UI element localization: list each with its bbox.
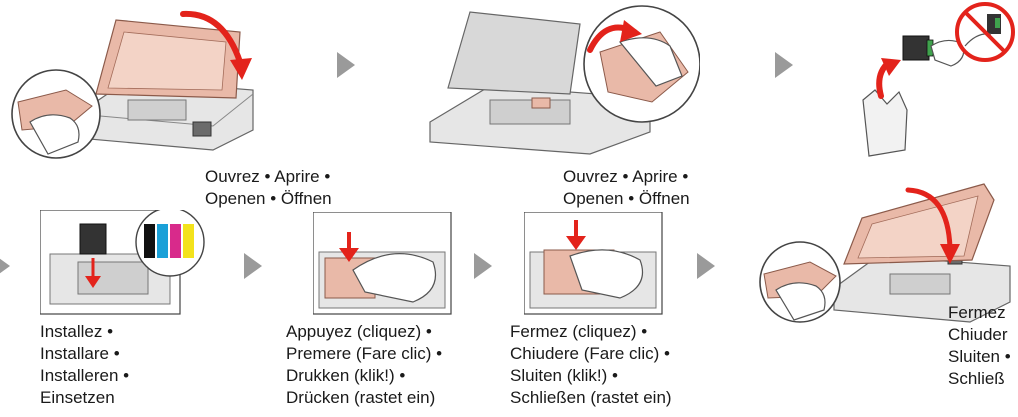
chevron-right-icon xyxy=(697,253,715,279)
step-arrow-2 xyxy=(775,52,793,78)
chevron-right-icon xyxy=(244,253,262,279)
step7-caption-line2: Chiuder xyxy=(948,325,1008,344)
chevron-right-icon xyxy=(337,52,355,78)
step4-caption-line4: Einsetzen xyxy=(40,388,115,407)
step-arrow-3 xyxy=(244,253,262,279)
step2-caption-line1: Ouvrez • Aprire • xyxy=(563,167,689,186)
step6-caption: Fermez (cliquez) • Chiudere (Fare clic) … xyxy=(510,321,672,409)
step4-caption-line3: Installeren • xyxy=(40,366,130,385)
step7-caption: Fermez Chiuder Sluiten • Schließ xyxy=(948,302,1011,390)
step5-caption-line1: Appuyez (cliquez) • xyxy=(286,322,432,341)
step7-caption-line4: Schließ xyxy=(948,369,1005,388)
step-arrow-1 xyxy=(337,52,355,78)
step2-illustration xyxy=(420,2,700,162)
chevron-right-icon xyxy=(0,258,10,274)
step3-illustration xyxy=(855,0,1018,165)
step-arrow-5 xyxy=(697,253,715,279)
step6-illustration xyxy=(524,212,664,316)
step1-illustration xyxy=(8,2,268,162)
step5-illustration xyxy=(313,212,453,316)
step5-caption: Appuyez (cliquez) • Premere (Fare clic) … xyxy=(286,321,442,409)
step2-caption-line2: Openen • Öffnen xyxy=(563,189,690,208)
step5-caption-line4: Drücken (rastet ein) xyxy=(286,388,436,407)
step7-caption-line3: Sluiten • xyxy=(948,347,1011,366)
down-arrow-icon xyxy=(339,232,359,262)
step4-caption: Installez • Installare • Installeren • E… xyxy=(40,321,129,409)
step1-caption-line2: Openen • Öffnen xyxy=(205,189,332,208)
step6-caption-line4: Schließen (rastet ein) xyxy=(510,388,672,407)
step1-caption: Ouvrez • Aprire • Openen • Öffnen xyxy=(205,166,332,210)
chevron-right-icon xyxy=(474,253,492,279)
step4-illustration xyxy=(40,210,210,315)
step5-caption-line3: Drukken (klik!) • xyxy=(286,366,406,385)
step-arrow-4 xyxy=(474,253,492,279)
step6-caption-line2: Chiudere (Fare clic) • xyxy=(510,344,670,363)
step6-caption-line1: Fermez (cliquez) • xyxy=(510,322,648,341)
step4-caption-line2: Installare • xyxy=(40,344,120,363)
step7-illustration xyxy=(758,178,1018,328)
chevron-right-icon xyxy=(775,52,793,78)
step5-caption-line2: Premere (Fare clic) • xyxy=(286,344,443,363)
down-arrow-icon xyxy=(566,220,586,250)
no-symbol-icon xyxy=(955,2,1015,62)
step-arrow-0 xyxy=(0,253,10,279)
step7-caption-line1: Fermez xyxy=(948,303,1006,322)
step4-caption-line1: Installez • xyxy=(40,322,114,341)
step2-caption: Ouvrez • Aprire • Openen • Öffnen xyxy=(563,166,690,210)
step6-caption-line3: Sluiten (klik!) • xyxy=(510,366,618,385)
step1-caption-line1: Ouvrez • Aprire • xyxy=(205,167,331,186)
